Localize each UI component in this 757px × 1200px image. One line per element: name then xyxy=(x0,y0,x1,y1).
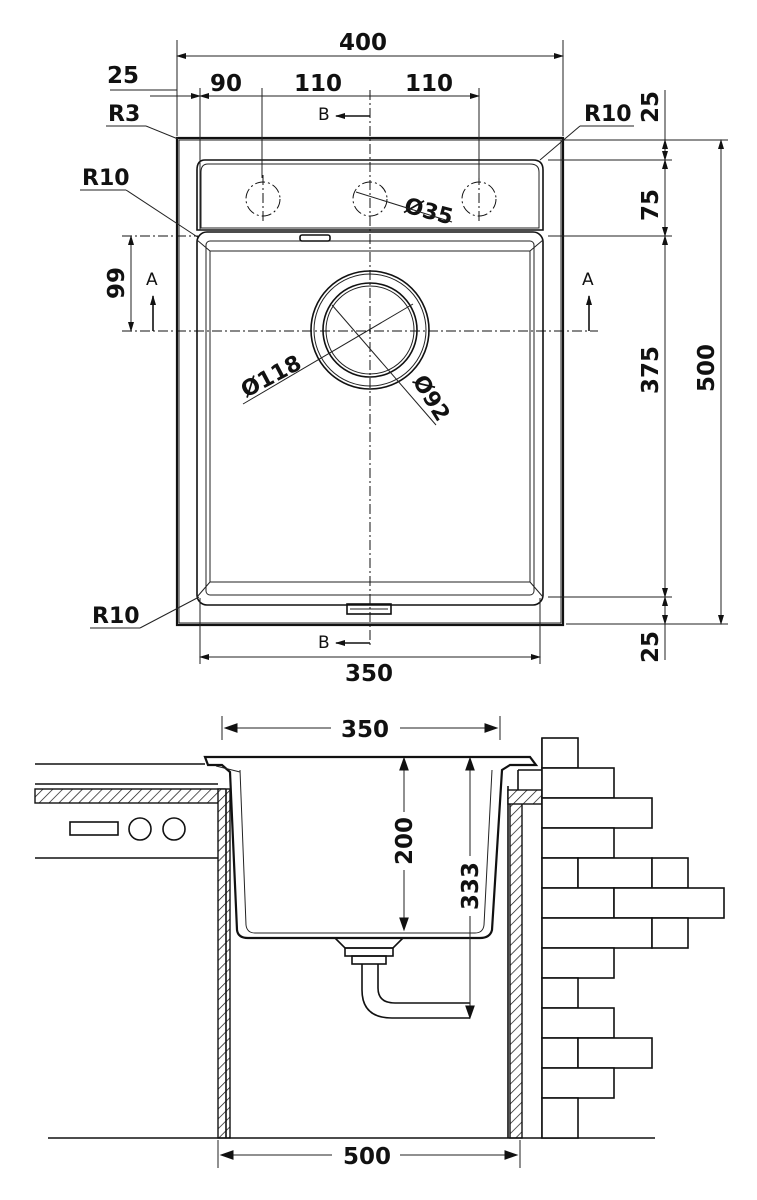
radius-r10-deck-label: R10 xyxy=(82,166,130,191)
dim-hole-offset: 90 xyxy=(210,71,242,97)
dim-bowl-width: 350 xyxy=(345,661,393,687)
countertop-right xyxy=(507,789,543,805)
section-b-bottom-label: B xyxy=(318,633,330,653)
cabinet-knob-1 xyxy=(128,817,152,841)
brick-wall xyxy=(541,737,725,1139)
radius-r10-bottom-label: R10 xyxy=(92,604,140,629)
section-b-top-label: B xyxy=(318,105,330,125)
drain-pipe xyxy=(361,964,470,1019)
dim-bowl-length: 375 xyxy=(638,346,664,394)
overflow-slot-bottom xyxy=(346,603,392,615)
countertop-left xyxy=(34,788,226,804)
cabinet-knob-2 xyxy=(162,817,186,841)
dim-length-total: 500 xyxy=(694,344,720,392)
dim-side-overall-depth: 333 xyxy=(458,862,484,910)
cabinet-wall-left xyxy=(217,788,231,1139)
side-view: 350 200 333 xyxy=(34,716,725,1170)
tap-hole-right xyxy=(461,175,497,223)
radius-r3-label: R3 xyxy=(108,102,140,127)
dim-tap-hole-diameter: Ø35 xyxy=(401,194,455,231)
dim-deck-depth: 75 xyxy=(638,189,664,221)
section-a-left-label: A xyxy=(146,270,158,290)
bowl-outer-outline xyxy=(196,231,544,606)
dim-deck-depth-top: 25 xyxy=(638,91,664,123)
dim-side-cabinet-width: 500 xyxy=(343,1144,391,1170)
radius-r10-top-right-label: R10 xyxy=(584,102,632,127)
dim-hole-spacing-1: 110 xyxy=(294,71,342,97)
dim-side-bowl-width: 350 xyxy=(341,717,389,743)
dim-width-total: 400 xyxy=(339,30,387,56)
tap-hole-left xyxy=(245,175,281,223)
cabinet-wall-right xyxy=(509,802,523,1139)
sink-bowl-section xyxy=(203,755,539,940)
dim-drain-offset: 99 xyxy=(104,267,130,299)
cabinet-control-slot xyxy=(69,821,119,836)
top-view: 400 25 90 110 110 B B R3 R10 R10 R10 xyxy=(80,30,728,687)
dim-deck-depth-bottom: 25 xyxy=(638,631,664,663)
section-a-right-label: A xyxy=(582,270,594,290)
drain-fitting xyxy=(334,937,404,949)
dim-drain-outer-diameter: Ø118 xyxy=(237,351,306,403)
dim-side-bowl-depth: 200 xyxy=(392,817,418,865)
overflow-slot-top xyxy=(299,234,331,242)
dim-hole-spacing-2: 110 xyxy=(405,71,453,97)
dim-drain-inner-diameter: Ø92 xyxy=(407,371,454,426)
dim-edge-offset: 25 xyxy=(107,63,139,89)
